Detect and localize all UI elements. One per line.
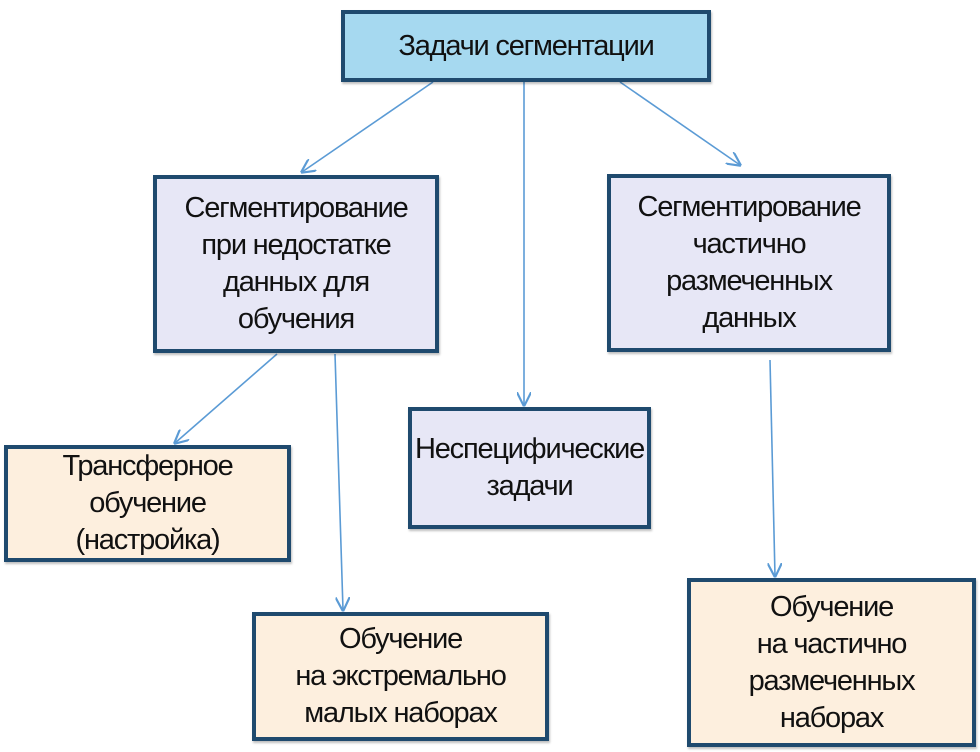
node-partial-labels: Сегментирование частично размеченных дан… bbox=[607, 174, 891, 352]
node-transfer: Трансферное обучение (настройка) bbox=[4, 445, 291, 562]
node-nonspecific: Неспецифические задачи bbox=[408, 407, 651, 529]
node-data-shortage: Сегментирование при недостатке данных дл… bbox=[153, 175, 439, 353]
arrow-root-to-partial-labels bbox=[619, 81, 740, 165]
arrow-root-to-data-shortage bbox=[302, 81, 434, 172]
node-extreme-small: Обучение на экстремально малых наборах bbox=[252, 612, 549, 741]
arrow-partial-labels-to-partial-sets bbox=[770, 359, 775, 576]
node-root: Задачи сегментации bbox=[341, 10, 711, 82]
node-partial-sets: Обучение на частично размеченных наборах bbox=[687, 578, 976, 747]
arrow-data-shortage-to-extreme-small bbox=[334, 353, 343, 610]
arrow-data-shortage-to-transfer bbox=[175, 353, 278, 443]
